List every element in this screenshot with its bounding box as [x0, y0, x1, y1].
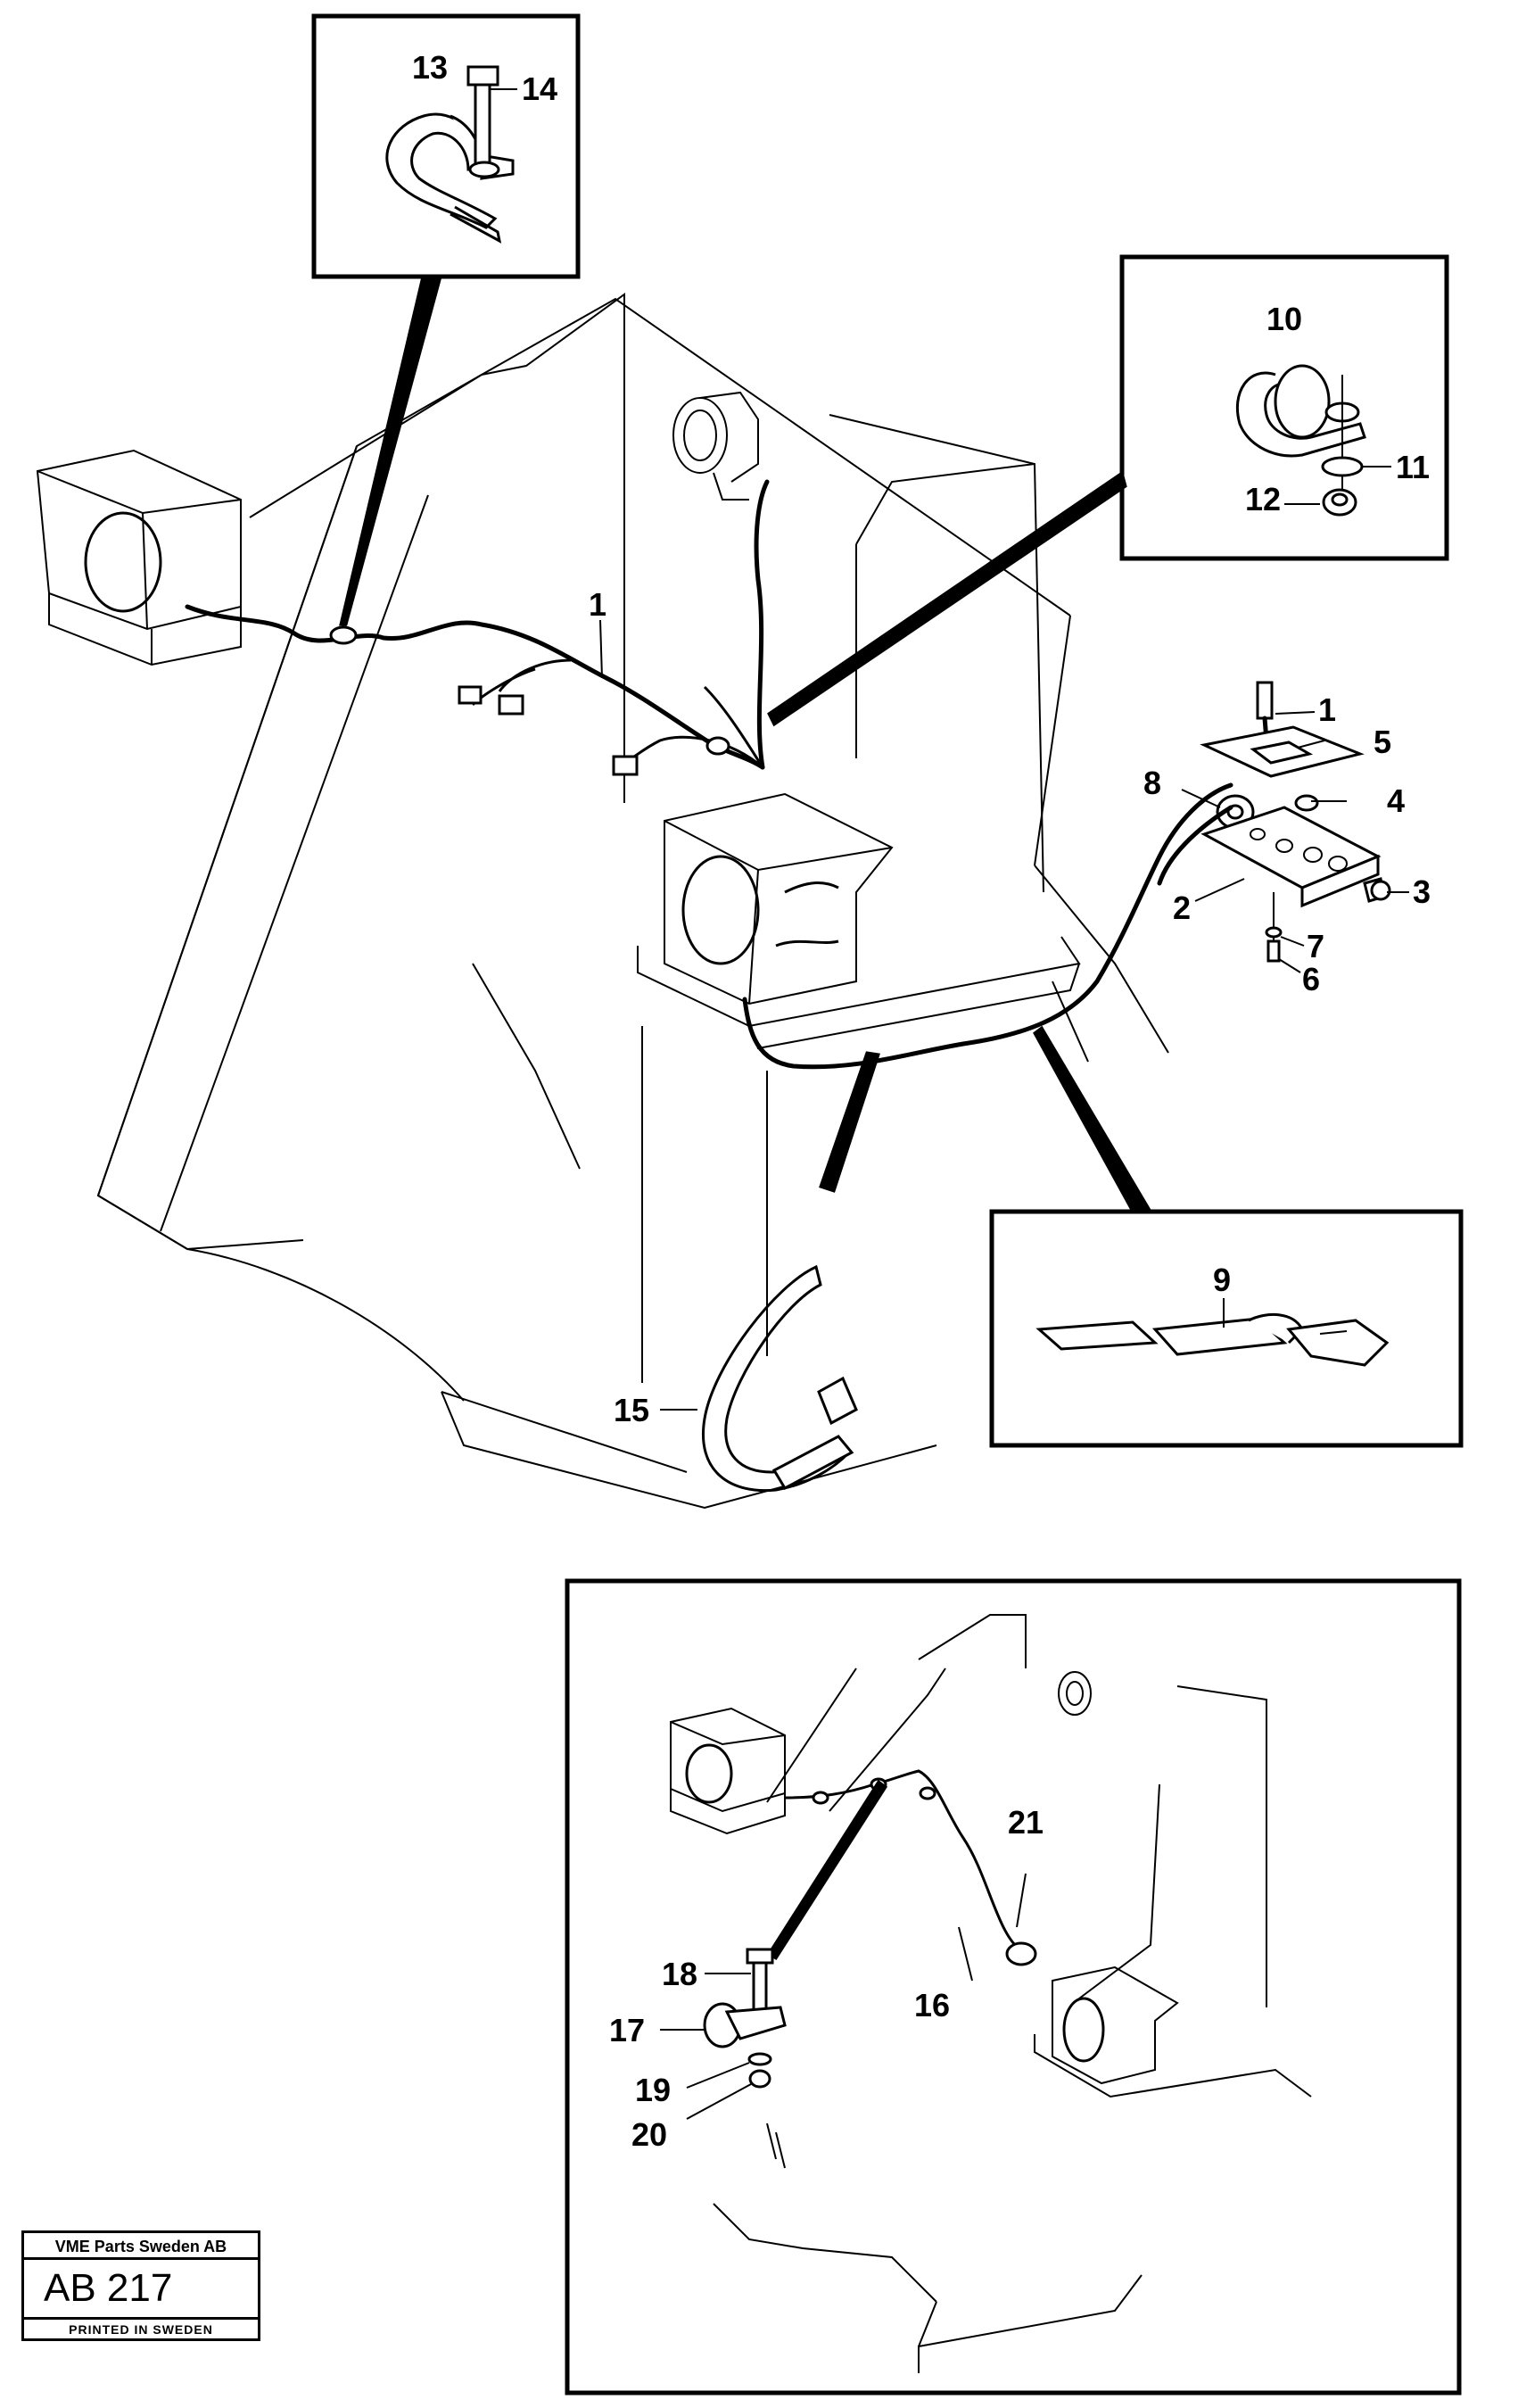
callout-5: 5 — [1374, 724, 1391, 760]
callout-12: 12 — [1245, 481, 1281, 517]
machine-body — [96, 293, 1169, 1510]
callout-9: 9 — [1213, 1262, 1231, 1298]
callout-11: 11 — [1396, 449, 1430, 485]
callout-8: 8 — [1143, 765, 1161, 801]
callout-18: 18 — [662, 1956, 697, 1992]
left-work-lamp — [36, 449, 242, 666]
inset-clamp-10-11-12 — [767, 254, 1449, 727]
callout-7: 7 — [1307, 928, 1324, 964]
callout-17: 17 — [609, 2012, 645, 2048]
callout-14: 14 — [522, 70, 557, 107]
drawing-code: AB 217 — [44, 2266, 173, 2310]
center-work-lamp — [637, 792, 1081, 1050]
company-name: VME Parts Sweden AB — [24, 2233, 258, 2260]
callout-2: 2 — [1173, 890, 1191, 926]
callout-1-plate-leader — [1275, 711, 1316, 715]
callout-6: 6 — [1302, 961, 1320, 997]
callout-21: 21 — [1008, 1804, 1044, 1841]
horn — [672, 391, 759, 501]
callout-1-plate: 1 — [1318, 691, 1336, 728]
callout-13: 13 — [412, 49, 448, 86]
plate-assembly-exploded — [1157, 681, 1409, 973]
wiring-harness — [185, 479, 1233, 1070]
inset-clamp-13-14 — [311, 13, 581, 626]
callout-1: 1 — [589, 586, 606, 623]
hose-clamp-15 — [660, 1051, 880, 1493]
inset-alternative-installation — [565, 1578, 1462, 2396]
callout-19: 19 — [635, 2072, 671, 2108]
callout-3: 3 — [1413, 873, 1431, 910]
inset-cable-strap-9 — [989, 1025, 1464, 1448]
callout-1-leader — [599, 619, 603, 679]
callout-20: 20 — [631, 2116, 667, 2153]
callout-15: 15 — [614, 1392, 649, 1428]
callout-10: 10 — [1266, 301, 1302, 337]
callout-4: 4 — [1387, 782, 1405, 819]
printed-in-note: PRINTED IN SWEDEN — [24, 2317, 258, 2338]
callout-16: 16 — [914, 1987, 950, 2023]
title-block: VME Parts Sweden AB AB 217 PRINTED IN SW… — [21, 2230, 260, 2341]
callout-labels: 1 13 14 10 11 12 1 5 8 4 3 2 7 6 9 15 21… — [412, 49, 1431, 2153]
